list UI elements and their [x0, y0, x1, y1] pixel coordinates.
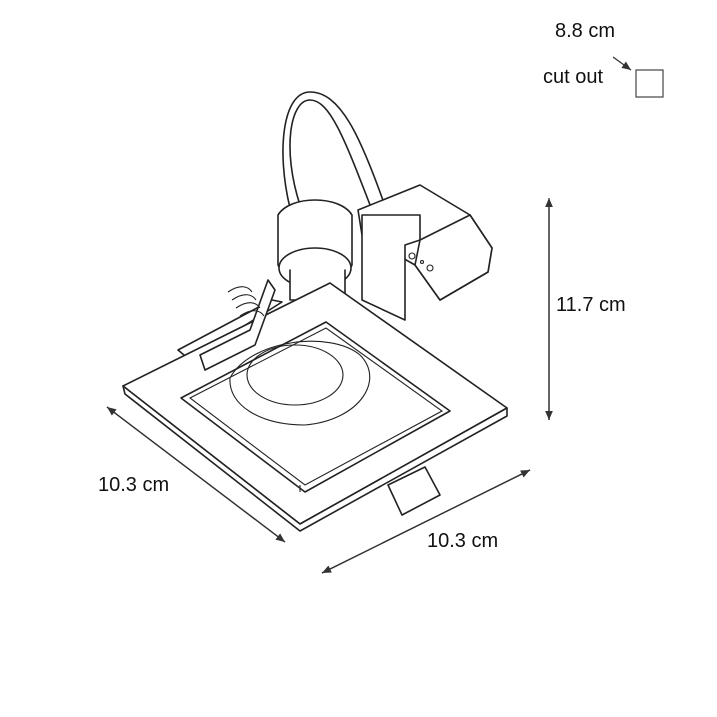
cable	[282, 91, 386, 211]
junction-box	[357, 184, 493, 321]
spring-clip	[199, 279, 276, 371]
bottom-tab	[387, 466, 441, 516]
height-label: 11.7 cm	[556, 294, 626, 316]
square-flange	[122, 282, 508, 532]
width-right-label: 10.3 cm	[427, 530, 499, 552]
cutout-square-icon	[635, 69, 664, 98]
cutout-arrow	[612, 56, 632, 71]
lamp-holder	[277, 199, 353, 301]
cutout-label: cut out	[543, 66, 604, 88]
width-left-label: 10.3 cm	[98, 474, 170, 496]
cutout-size-label: 8.8 cm	[555, 20, 616, 42]
